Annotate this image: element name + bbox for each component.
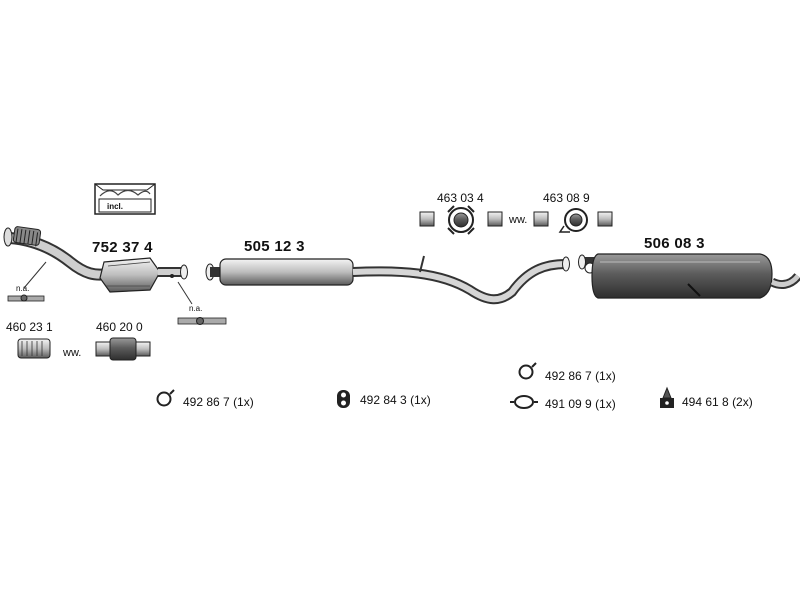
gasket-460231-number: 460 23 1	[6, 320, 53, 334]
ww-label-left: ww.	[63, 347, 82, 359]
gasket-460231-icon	[17, 338, 51, 359]
mount-rubber-icon	[660, 386, 674, 408]
catalyst-part-number: 752 37 4	[92, 239, 153, 256]
gasket-460200-number: 460 20 0	[96, 320, 143, 334]
lambda-sensor-right-icon	[177, 281, 227, 325]
incl-label: incl.	[107, 202, 124, 211]
clamp-icon	[518, 362, 537, 380]
lambda-sensor-left-icon	[7, 261, 47, 302]
rear-silencer	[578, 253, 800, 299]
rubber-hanger-icon	[337, 390, 350, 408]
fitting-label: 492 86 7 (1x)	[183, 395, 254, 409]
na-label-left: n.a.	[16, 284, 30, 293]
fitting-label: 491 09 9 (1x)	[545, 397, 616, 411]
clamp-463034-icon	[419, 205, 503, 235]
gasket-460200-icon	[95, 337, 151, 361]
fitting-label: 492 86 7 (1x)	[545, 369, 616, 383]
clamp-463034-number: 463 03 4	[437, 191, 484, 205]
clamp-463089-icon	[533, 208, 613, 233]
middle-silencer-number: 505 12 3	[244, 238, 305, 255]
ring-hanger-icon	[510, 395, 538, 409]
clamp-icon	[156, 389, 175, 407]
clamp-463089-number: 463 08 9	[543, 191, 590, 205]
fitting-label: 492 84 3 (1x)	[360, 393, 431, 407]
ww-label-right: ww.	[509, 214, 528, 226]
fitting-label: 494 61 8 (2x)	[682, 395, 753, 409]
front-pipe-with-catalyst	[3, 226, 188, 293]
incl-kit-box-icon	[94, 183, 156, 215]
middle-silencer	[205, 255, 570, 305]
na-label-right: n.a.	[189, 304, 203, 313]
rear-silencer-number: 506 08 3	[644, 235, 705, 252]
